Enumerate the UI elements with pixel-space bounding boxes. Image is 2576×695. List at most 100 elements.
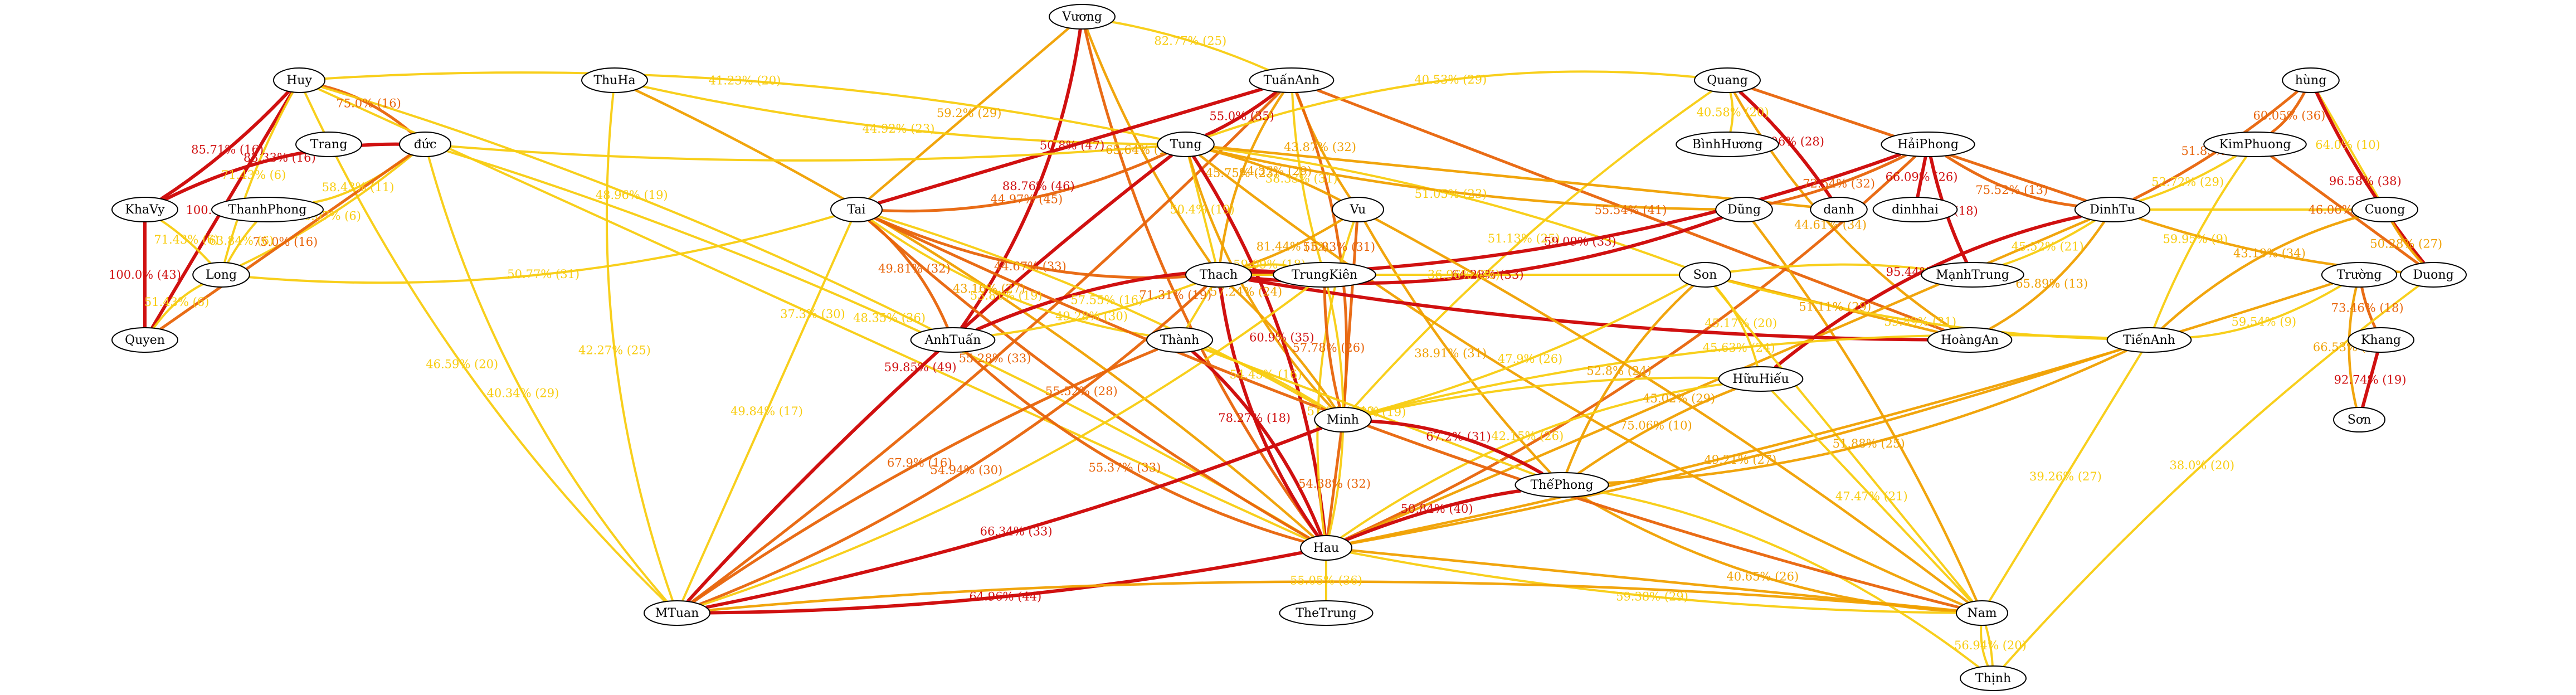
edge-label: 38.0% (20) xyxy=(2170,459,2235,472)
node-TrungKien[interactable]: TrungKiên xyxy=(1273,262,1376,288)
node-HuuHieu[interactable]: HữuHiếu xyxy=(1718,366,1804,392)
node-label: Huy xyxy=(286,74,312,88)
node-HoangAn[interactable]: HoàngAn xyxy=(1927,327,2013,353)
node-ellipse xyxy=(2074,197,2151,222)
node-AnhTuan[interactable]: AnhTuấn xyxy=(910,327,996,353)
node-Cuong[interactable]: Cuong xyxy=(2351,197,2418,222)
node-label: DinhTu xyxy=(2090,203,2135,217)
node-Thach[interactable]: Thach xyxy=(1185,262,1252,288)
node-Khang[interactable]: Khang xyxy=(2348,327,2414,353)
node-label: Minh xyxy=(1327,413,1359,427)
node-TheiPhong[interactable]: ThếPhong xyxy=(1515,472,1609,498)
edge-Hau-MTuan xyxy=(709,551,1303,615)
node-Son2[interactable]: Sơn xyxy=(2333,407,2385,432)
node-ThuHa[interactable]: ThuHa xyxy=(581,67,648,93)
node-Quyen[interactable]: Quyen xyxy=(111,327,178,353)
edge-label: 46.59% (20) xyxy=(426,358,498,371)
edge-Tai-Thanh xyxy=(870,218,1150,337)
node-label: TiếnAnh xyxy=(2123,333,2175,347)
node-label: ThanhPhong xyxy=(228,203,307,217)
edge-label: 48.96% (19) xyxy=(596,188,668,202)
edge-label: 64.96% (44) xyxy=(969,590,1041,603)
node-Tung[interactable]: Tung xyxy=(1157,132,1215,157)
edge-DinhTu-HoangAn xyxy=(1989,221,2106,331)
node-Quang[interactable]: Quang xyxy=(1694,67,1761,93)
node-ellipse xyxy=(2400,262,2467,288)
node-TienAnh[interactable]: TiếnAnh xyxy=(2106,327,2192,353)
node-label: TuấnAnh xyxy=(1264,73,1320,88)
node-ellipse xyxy=(1146,327,1213,353)
edge-label: 37.3% (30) xyxy=(780,308,845,321)
node-Hau[interactable]: Hau xyxy=(1300,535,1352,561)
edge-label: 51.11% (29) xyxy=(1799,300,1871,314)
edge-label: 43.16% (27) xyxy=(953,282,1025,295)
node-ellipse xyxy=(1881,132,1975,157)
node-label: AnhTuấn xyxy=(924,333,981,347)
edge-Thach-HoangAn xyxy=(1248,278,1928,342)
node-DinhTu[interactable]: DinhTu xyxy=(2074,197,2151,222)
node-ellipse xyxy=(1249,67,1335,93)
edge-label: 55.0% (35) xyxy=(1209,109,1274,123)
node-ellipse xyxy=(1515,472,1609,498)
node-TuanAnh[interactable]: TuấnAnh xyxy=(1249,67,1335,93)
edge-label: 78.27% (18) xyxy=(1218,411,1291,425)
node-label: Trường xyxy=(2337,268,2382,282)
node-hung[interactable]: hùng xyxy=(2282,67,2340,93)
node-Vu[interactable]: Vu xyxy=(1332,197,1384,222)
node-label: Thành xyxy=(1160,333,1199,347)
node-Vuong[interactable]: Vương xyxy=(1049,4,1116,30)
node-Thanh[interactable]: Thành xyxy=(1146,327,1213,353)
edge-HuuHieu-Hau xyxy=(1340,383,1723,539)
node-Huy[interactable]: Huy xyxy=(273,67,325,93)
node-Thinh[interactable]: Thịnh xyxy=(1960,665,2027,691)
edge-Huy-Long xyxy=(223,91,294,263)
node-label: MTuan xyxy=(655,606,699,620)
node-KhaVy[interactable]: KhaVy xyxy=(111,197,178,222)
node-ellipse xyxy=(2321,262,2398,288)
node-BinhHuong[interactable]: BìnhHương xyxy=(1676,132,1779,157)
node-KimPhuong[interactable]: KimPhuong xyxy=(2203,132,2307,157)
edge-label: 40.53% (29) xyxy=(1414,73,1487,86)
edge-KimPhuong-TienAnh xyxy=(2153,155,2248,328)
node-Minh[interactable]: Minh xyxy=(1314,407,1372,432)
edge-TheiPhong-Thinh xyxy=(1599,490,1980,668)
node-ellipse xyxy=(192,262,250,288)
edge-TuanAnh-HoangAn xyxy=(1316,89,1945,332)
node-Truong[interactable]: Trường xyxy=(2321,262,2398,288)
node-ellipse xyxy=(1956,600,2008,626)
edge-Long-Quyen xyxy=(152,283,204,329)
node-dinhhai[interactable]: dinhhai xyxy=(1872,197,1958,222)
node-Tai[interactable]: Tai xyxy=(830,197,883,222)
edge-label: 55.05% (36) xyxy=(1290,574,1362,587)
node-Dung[interactable]: Dũng xyxy=(1715,197,1773,222)
node-danh[interactable]: danh xyxy=(1810,197,1868,222)
node-Long[interactable]: Long xyxy=(192,262,250,288)
edge-label: 82.77% (25) xyxy=(1154,35,1226,48)
node-TheTrung[interactable]: TheTrung xyxy=(1279,600,1374,626)
edge-HuuHieu-TheiPhong xyxy=(1577,387,1736,475)
node-ManhTrung[interactable]: MạnhTrung xyxy=(1921,262,2024,288)
edge-label: 38.91% (31) xyxy=(1414,347,1487,360)
node-Son1[interactable]: Son xyxy=(1679,262,1731,288)
edge-Hau-Nam xyxy=(1350,551,1957,614)
edge-label: 72.54% (32) xyxy=(1803,177,1875,191)
edge-duc-Quyen xyxy=(159,153,412,331)
node-Trang[interactable]: Trang xyxy=(295,132,362,157)
node-ThanhPhong[interactable]: ThanhPhong xyxy=(211,197,324,222)
node-HaiPhong[interactable]: HảiPhong xyxy=(1881,132,1975,157)
node-Nam[interactable]: Nam xyxy=(1956,600,2008,626)
node-MTuan[interactable]: MTuan xyxy=(644,600,710,626)
node-duc[interactable]: đức xyxy=(399,132,451,157)
edge-label: 44.97% (45) xyxy=(990,192,1063,206)
edge-Tung-danh xyxy=(1213,145,1812,208)
node-ellipse xyxy=(1300,535,1352,561)
node-ellipse xyxy=(1157,132,1215,157)
node-ellipse xyxy=(1927,327,2013,353)
node-label: KimPhuong xyxy=(2219,138,2291,152)
edge-TrungKien-MTuan xyxy=(701,285,1310,606)
edge-label: 49.21% (27) xyxy=(1704,453,1776,466)
edge-label: 96.58% (38) xyxy=(2329,174,2402,188)
node-Duong[interactable]: Duong xyxy=(2400,262,2467,288)
edge-label: 59.2% (29) xyxy=(937,106,1002,120)
node-ellipse xyxy=(1185,262,1252,288)
